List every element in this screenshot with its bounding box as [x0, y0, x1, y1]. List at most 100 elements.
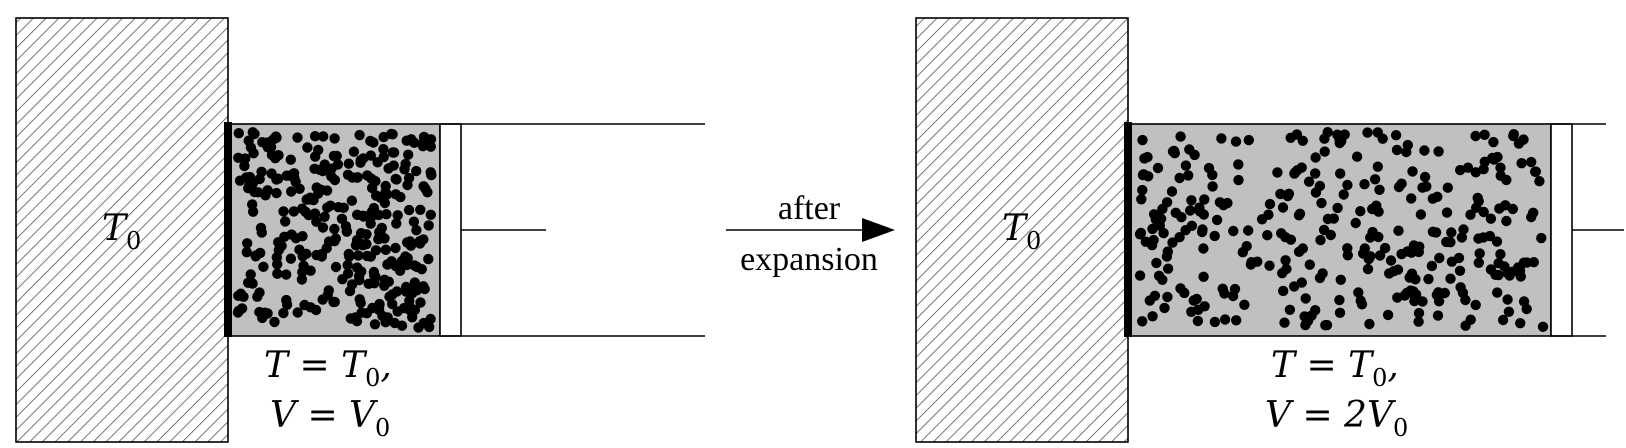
gas-particle — [1406, 193, 1417, 204]
gas-particle — [1219, 314, 1231, 325]
gas-particle — [1530, 166, 1542, 177]
gas-particle — [390, 173, 401, 185]
gas-particle — [1372, 127, 1384, 138]
gas-particle — [1421, 181, 1432, 192]
gas-particle — [1243, 134, 1255, 146]
gas-particle — [1167, 237, 1178, 248]
gas-particle — [1534, 176, 1545, 187]
gas-particle — [1320, 320, 1331, 331]
gas-particle — [344, 285, 356, 297]
gas-particle — [255, 222, 267, 234]
gas-particle — [1536, 232, 1547, 244]
gas-particle — [379, 197, 391, 209]
gas-particle — [369, 278, 380, 289]
gas-particle — [1499, 261, 1510, 272]
gas-particle — [415, 297, 426, 308]
gas-particle — [1175, 131, 1186, 142]
gas-particle — [1445, 273, 1456, 284]
gas-particle — [336, 213, 348, 224]
gas-particle — [255, 247, 266, 259]
gas-particle — [1229, 283, 1241, 295]
gas-particle — [1310, 168, 1321, 179]
gas-particle — [392, 210, 403, 221]
gas-particle — [242, 238, 253, 249]
gas-particle — [1199, 194, 1210, 205]
gas-particle — [1334, 307, 1346, 318]
right-reservoir-label: T0 — [1002, 208, 1041, 255]
gas-particle — [1359, 243, 1371, 254]
gas-particle — [365, 135, 376, 147]
gas-particle — [1332, 202, 1343, 214]
gas-particle — [235, 288, 246, 299]
gas-particle — [1355, 295, 1366, 306]
gas-particle — [1293, 210, 1305, 221]
gas-particle — [1414, 241, 1425, 252]
gas-particle — [1372, 161, 1384, 172]
gas-particle — [1180, 160, 1192, 171]
gas-particle — [1310, 305, 1321, 316]
gas-particle — [1162, 263, 1174, 274]
gas-particle — [297, 266, 308, 278]
gas-particle — [370, 190, 382, 201]
left-piston-head — [439, 123, 462, 337]
gas-particle — [1516, 158, 1527, 169]
gas-particle — [1152, 162, 1164, 174]
gas-particle — [1528, 257, 1540, 268]
gas-particle — [1147, 311, 1158, 322]
gas-particle — [1433, 296, 1445, 307]
gas-particle — [1508, 130, 1519, 142]
gas-particle — [386, 128, 397, 140]
gas-particle — [401, 135, 412, 146]
gas-particle — [271, 187, 282, 199]
gas-particle — [377, 310, 388, 322]
gas-particle — [1277, 202, 1289, 213]
arrow-label-after: after — [778, 190, 841, 227]
gas-particle — [384, 291, 395, 302]
gas-particle — [342, 169, 354, 180]
gas-particle — [281, 299, 293, 310]
gas-particle — [1407, 166, 1418, 177]
gas-particle — [1369, 174, 1381, 185]
gas-particle — [321, 185, 333, 196]
gas-particle — [1432, 310, 1444, 321]
left-reservoir — [15, 17, 229, 443]
gas-particle — [369, 270, 380, 281]
gas-particle — [286, 229, 297, 240]
gas-particle — [1157, 203, 1168, 215]
gas-particle — [1264, 198, 1276, 210]
gas-particle — [1146, 240, 1158, 251]
gas-particle — [1279, 317, 1290, 328]
gas-particle — [1495, 249, 1506, 260]
gas-particle — [1143, 171, 1154, 182]
gas-particle — [292, 132, 303, 143]
gas-particle — [403, 149, 414, 160]
gas-particle — [325, 200, 336, 211]
gas-particle — [1192, 315, 1204, 327]
gas-particle — [1473, 196, 1484, 207]
gas-particle — [1351, 151, 1363, 162]
gas-particle — [322, 290, 333, 301]
left-reservoir-label: T0 — [102, 208, 141, 255]
gas-particle — [1197, 224, 1208, 235]
gas-particle — [1410, 289, 1422, 300]
gas-particle — [1322, 213, 1334, 225]
gas-particle — [1241, 241, 1252, 252]
gas-particle — [407, 312, 418, 323]
gas-particle — [1365, 232, 1376, 243]
gas-particle — [1151, 257, 1162, 269]
gas-particle — [390, 242, 401, 254]
gas-particle — [1239, 299, 1250, 310]
gas-particle — [1396, 248, 1407, 260]
gas-particle — [292, 307, 303, 318]
gas-particle — [1297, 243, 1309, 254]
right-state-volume: V = 2V0 — [1265, 395, 1408, 442]
gas-particle — [370, 245, 382, 256]
gas-particle — [1419, 171, 1431, 183]
gas-particle — [268, 134, 279, 145]
gas-particle — [247, 278, 258, 289]
gas-particle — [281, 269, 292, 280]
gas-particle — [400, 286, 412, 297]
gas-particle — [413, 322, 424, 333]
gas-particle — [1367, 203, 1378, 215]
